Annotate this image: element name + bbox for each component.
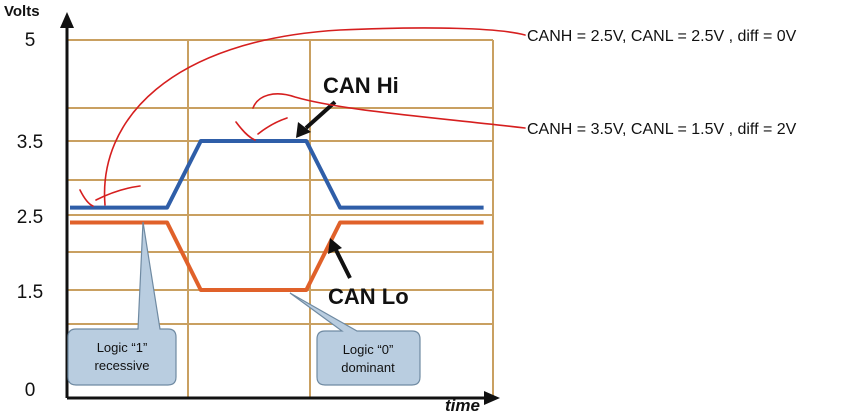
annotation-dominant: CANH = 3.5V, CANL = 1.5V , diff = 2V [527,121,797,138]
callout-logic-1-line2: recessive [95,358,150,373]
annotation-stroke-dominant-tick [235,117,288,141]
series-line-can-lo [70,220,484,292]
series-line-can-hi [70,139,484,210]
series-label-can-hi: CAN Hi [323,73,399,98]
can-lo-pointer-line [334,249,352,279]
callout-logic-0-line1: Logic “0” [343,342,394,357]
callout-logic-1-line1: Logic “1” [97,340,148,355]
annotation-stroke-recessive-tick [79,185,141,207]
y-tick-labels: 0 1.5 2.5 3.5 5 [17,30,43,401]
callout-logic-1-shape [67,221,177,386]
y-axis-arrow [60,12,74,28]
can-hi-pointer-head [296,122,311,138]
annotation-stroke-recessive-arrow [103,27,526,206]
y-tick-4: 5 [25,30,36,51]
y-tick-2: 2.5 [17,207,43,228]
y-tick-0: 0 [25,380,36,401]
x-axis-arrow [484,391,500,405]
can-hi-pointer-line [304,100,337,130]
y-tick-1: 1.5 [17,282,43,303]
can-lo-pointer-head [328,238,342,254]
annotation-recessive: CANH = 2.5V, CANL = 2.5V , diff = 0V [527,28,797,45]
callout-logic-0-shape [289,292,421,386]
x-axis-label: time [445,396,480,415]
handwritten-annotation-strokes [79,27,526,207]
y-tick-3: 3.5 [17,132,43,153]
callout-logic-0-line2: dominant [341,360,395,375]
series-label-can-lo: CAN Lo [328,284,409,309]
axes [60,12,500,405]
callout-logic-1: Logic “1” recessive [67,221,177,386]
callout-logic-0: Logic “0” dominant [289,292,421,386]
annotation-stroke-dominant-arrow [252,93,526,129]
y-axis-label: Volts [4,3,40,20]
